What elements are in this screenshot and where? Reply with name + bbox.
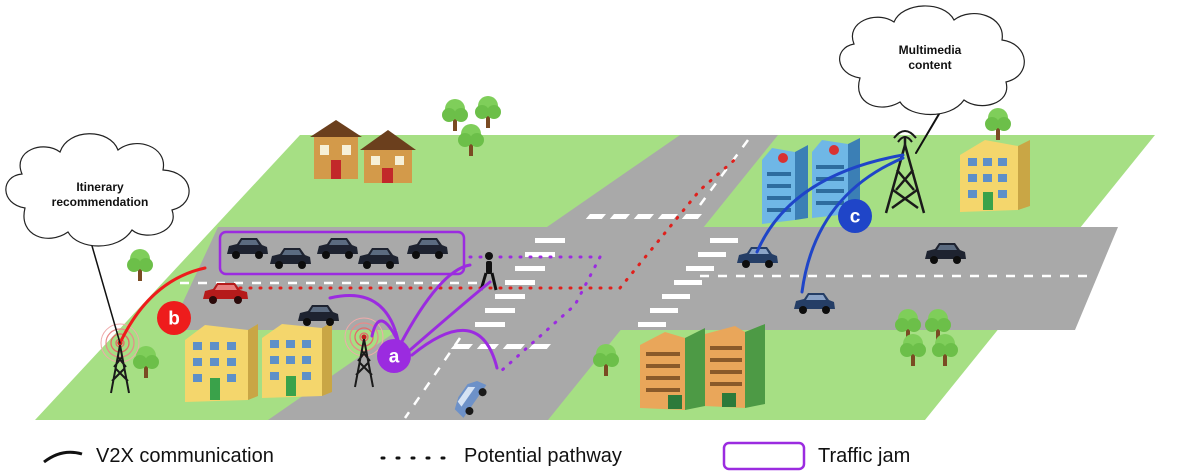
badge-c: c bbox=[838, 199, 872, 233]
svg-text:a: a bbox=[389, 347, 400, 368]
cars bbox=[203, 238, 966, 418]
svg-text:c: c bbox=[850, 207, 861, 228]
badge-a: a bbox=[377, 339, 411, 373]
legend-v2x-label: V2X communication bbox=[96, 444, 274, 467]
legend-jam: Traffic jam bbox=[722, 440, 910, 472]
potential-pathways bbox=[238, 153, 742, 374]
green-orange-towers bbox=[640, 324, 765, 410]
legend-pathway-label: Potential pathway bbox=[464, 444, 622, 467]
yellow-apartments bbox=[185, 140, 1030, 402]
badge-b: b bbox=[157, 301, 191, 335]
brown-houses bbox=[310, 120, 416, 183]
svg-text:b: b bbox=[168, 309, 180, 330]
horizontal-road bbox=[170, 227, 1118, 330]
v2x-curve-icon bbox=[43, 450, 83, 464]
legend-jam-label: Traffic jam bbox=[818, 444, 911, 467]
crosswalks bbox=[450, 214, 738, 349]
traffic-jam-box-icon bbox=[722, 441, 806, 471]
legend-v2x: V2X communication bbox=[40, 440, 274, 472]
traffic-jam-box bbox=[218, 230, 466, 276]
dotted-line-icon bbox=[380, 456, 452, 460]
legend-pathway: Potential pathway bbox=[378, 440, 622, 472]
lane-markings bbox=[180, 139, 1095, 419]
